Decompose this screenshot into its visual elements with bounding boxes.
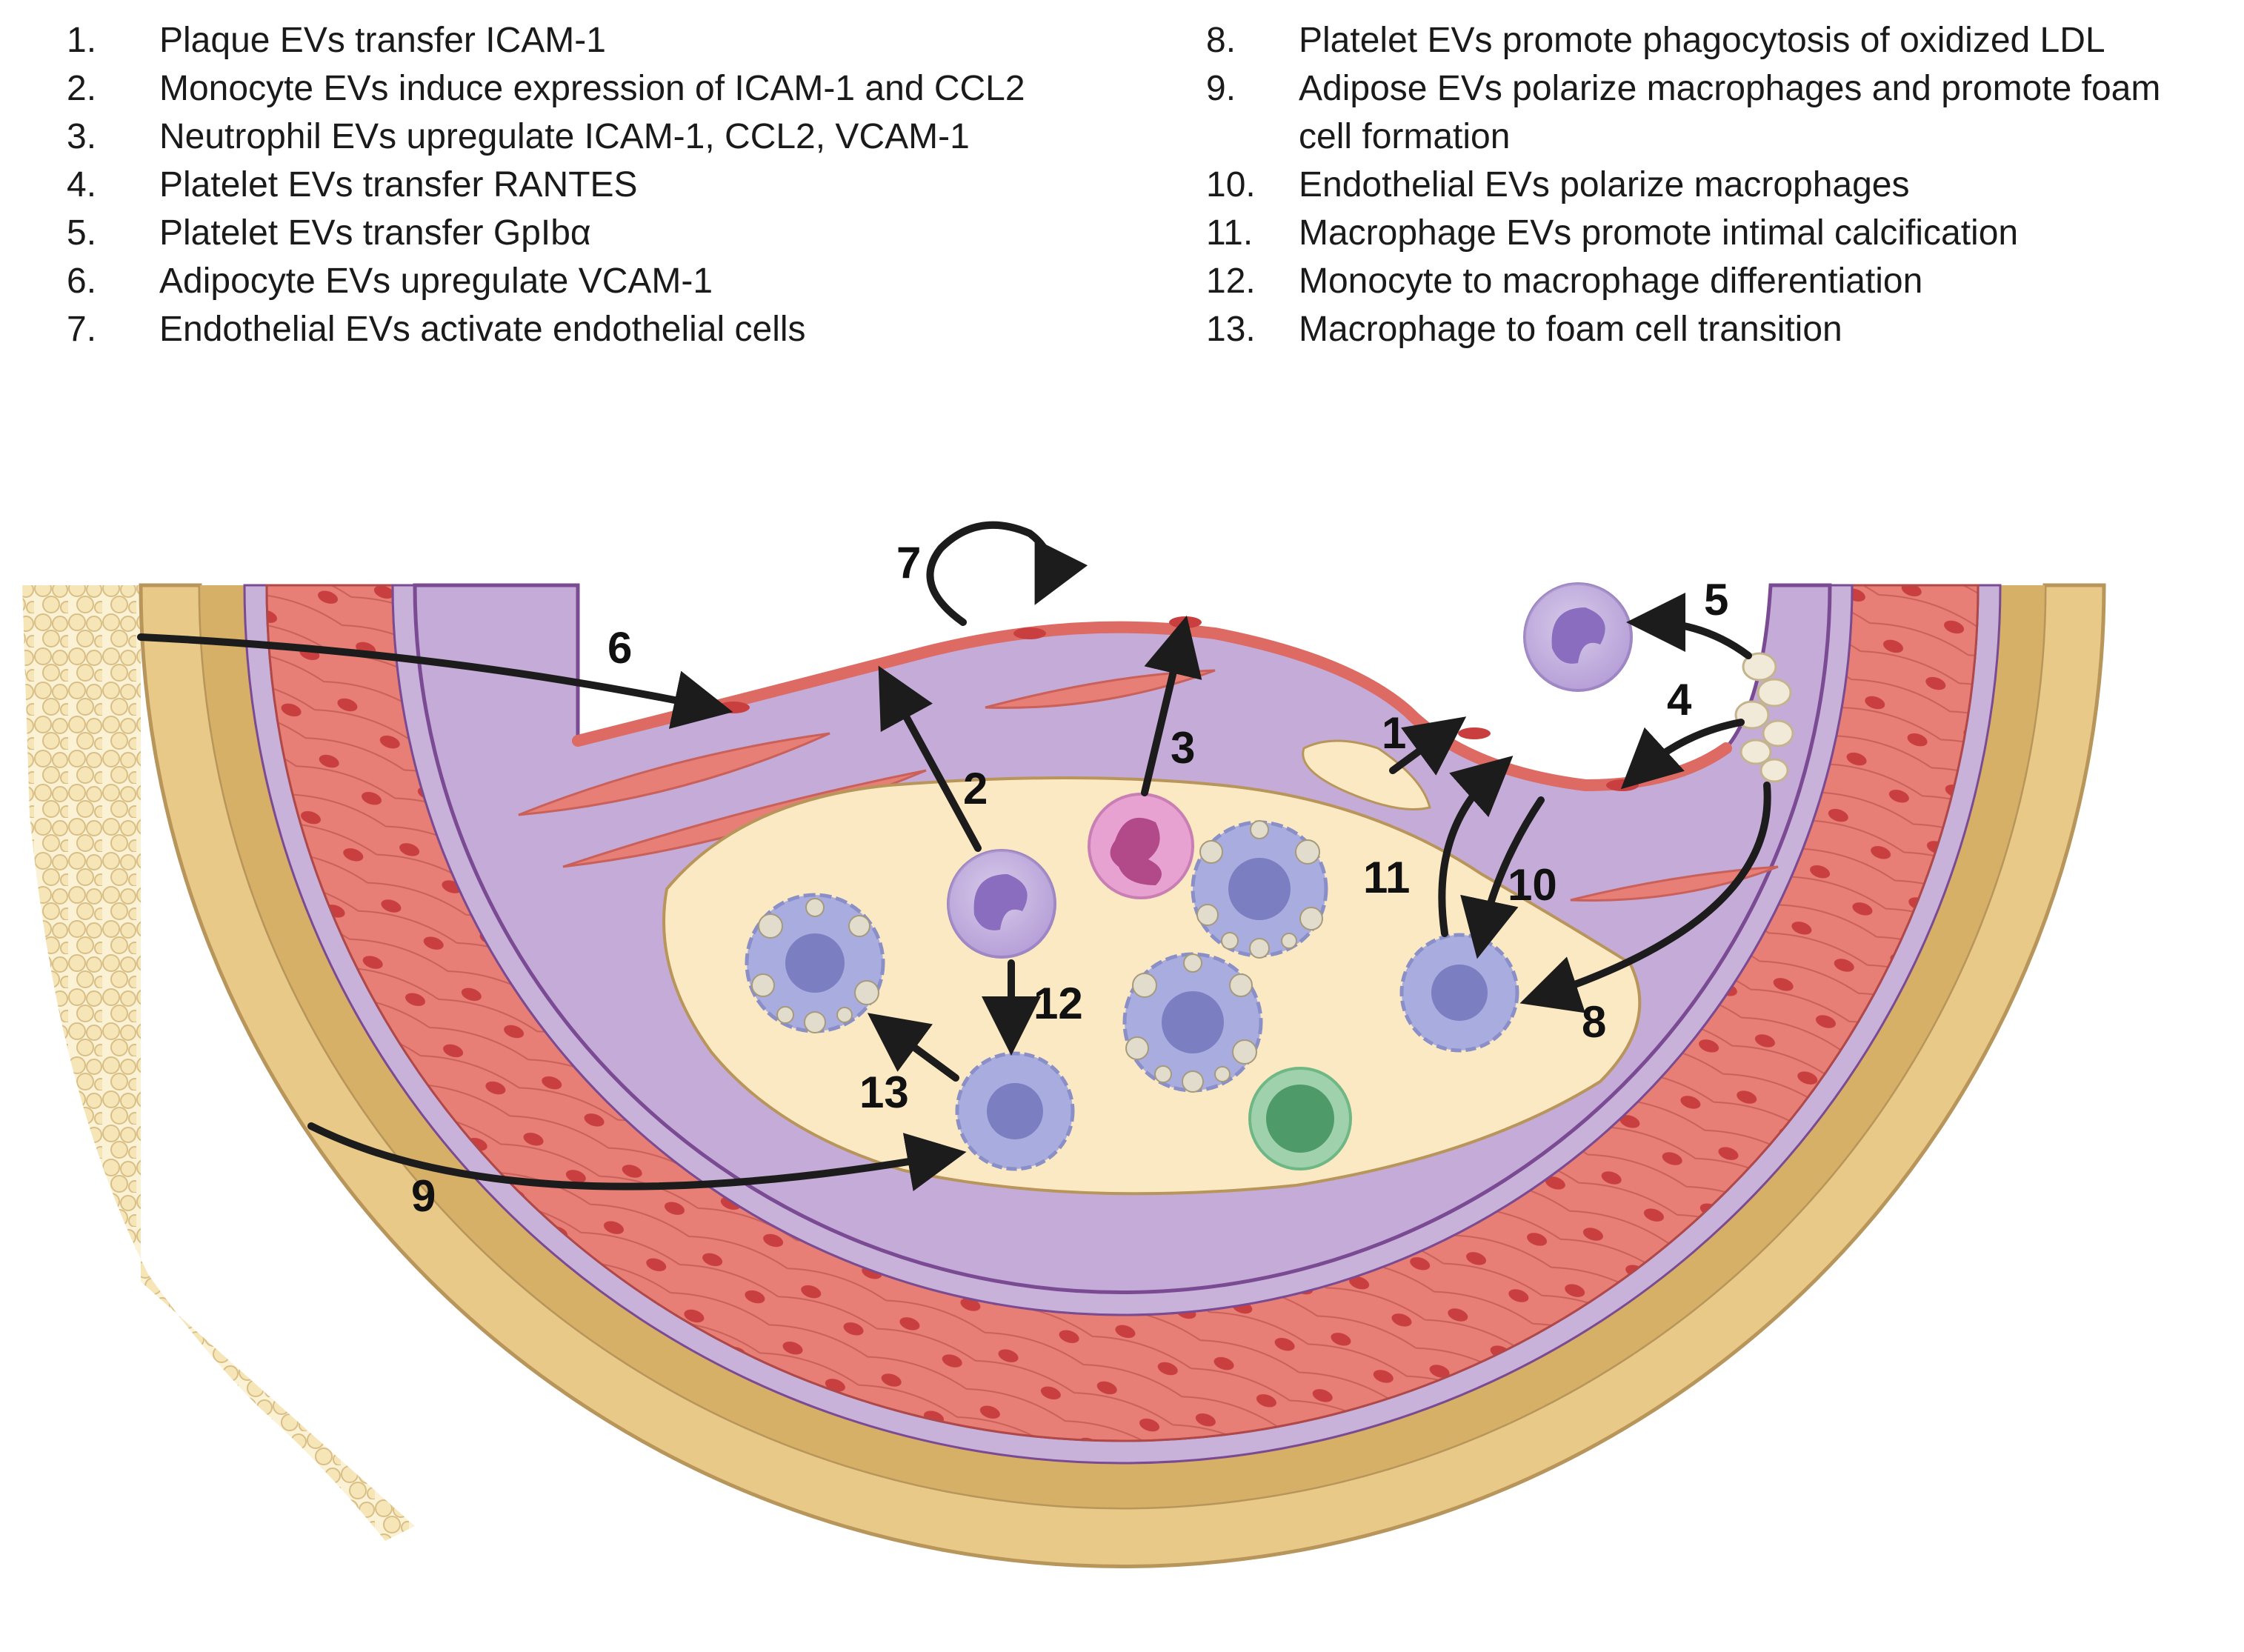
legend-text: Platelet EVs promote phagocytosis of oxi…: [1299, 21, 2105, 60]
legend-item: 5. Platelet EVs transfer GpIbα: [67, 209, 1178, 257]
arrow-7: [926, 521, 1088, 626]
legend-text: Adipose EVs polarize macrophages and pro…: [1299, 69, 2161, 156]
legend-text: Platelet EVs transfer RANTES: [159, 165, 638, 204]
arrow-label-4: 4: [1667, 675, 1692, 725]
arrow-label-3: 3: [1171, 723, 1195, 773]
arrow-label-10: 10: [1508, 860, 1557, 910]
arrow-label-11: 11: [1363, 853, 1410, 902]
arrow-13: [867, 1013, 959, 1082]
lipid-pool: [1302, 739, 1431, 810]
adipose-tissue: [22, 585, 415, 1541]
legend-item: 4. Platelet EVs transfer RANTES: [67, 161, 1178, 209]
arrow-1: [1389, 716, 1467, 776]
legend-item: 1. Plaque EVs transfer ICAM-1: [67, 16, 1178, 64]
arrow-4: [1620, 719, 1745, 790]
legend-number: 1.: [67, 21, 97, 60]
legend-item: 12. Monocyte to macrophage differentiatio…: [1206, 257, 2228, 305]
legend-left: 1. Plaque EVs transfer ICAM-1 2. Monocyte …: [67, 16, 1178, 353]
legend-number: 13.: [1206, 310, 1256, 349]
legend-number: 10.: [1206, 165, 1256, 204]
legend-text: Macrophage EVs promote intimal calcifica…: [1299, 213, 2019, 253]
arrow-label-13: 13: [859, 1068, 909, 1117]
neutrophil: [1088, 793, 1194, 899]
arrow-label-1: 1: [1382, 708, 1406, 758]
arrow-label-6: 6: [607, 623, 632, 673]
legend-item: 9. Adipose EVs polarize macrophages and p…: [1206, 64, 2228, 161]
legend-number: 5.: [67, 213, 97, 253]
legend-item: 7. Endothelial EVs activate endothelial c…: [67, 305, 1178, 353]
legend-text: Macrophage to foam cell transition: [1299, 310, 1842, 349]
legend-number: 6.: [67, 262, 97, 301]
monocyte-plaque: [947, 849, 1056, 959]
legend-item: 11. Macrophage EVs promote intimal calcif…: [1206, 209, 2228, 257]
legend-number: 9.: [1206, 69, 1236, 108]
foam-cell-center: [1122, 952, 1263, 1093]
foam-cell-top: [1191, 820, 1328, 959]
foam-cell: [745, 893, 885, 1033]
arrow-8: [1519, 782, 1771, 1013]
legend-number: 8.: [1206, 21, 1236, 60]
legend-item: 8. Platelet EVs promote phagocytosis of o…: [1206, 16, 2228, 64]
lymphocyte: [1248, 1067, 1352, 1170]
legend-item: 6. Adipocyte EVs upregulate VCAM-1: [67, 257, 1178, 305]
arrow-5: [1626, 593, 1752, 659]
arrow-label-2: 2: [963, 764, 988, 813]
endothelium: [572, 621, 1732, 792]
legend-right: 8. Platelet EVs promote phagocytosis of o…: [1206, 16, 2228, 353]
arrow-label-5: 5: [1704, 575, 1728, 625]
legend-number: 2.: [67, 69, 97, 108]
arrow-9: [307, 1122, 967, 1191]
arrow-label-9: 9: [411, 1171, 436, 1221]
legend-item: 2. Monocyte EVs induce expression of ICAM…: [67, 64, 1178, 113]
legend-item: 13. Macrophage to foam cell transition: [1206, 305, 2228, 353]
legend-text: Neutrophil EVs upregulate ICAM-1, CCL2, …: [159, 117, 970, 156]
legend-text: Endothelial EVs activate endothelial cel…: [159, 310, 806, 349]
macrophage-right: [1399, 933, 1519, 1053]
arrow-label-8: 8: [1582, 997, 1606, 1047]
legend-text: Monocyte EVs induce expression of ICAM-1…: [159, 69, 1025, 108]
legend-number: 11.: [1206, 213, 1253, 253]
platelet-cluster: [1734, 652, 1794, 783]
arrow-3: [1141, 615, 1202, 796]
arrows: [137, 521, 1771, 1191]
legend-number: 3.: [67, 117, 97, 156]
arrow-6: [137, 633, 733, 729]
legend-number: 7.: [67, 310, 97, 349]
legend-item: 3. Neutrophil EVs upregulate ICAM-1, CCL2…: [67, 113, 1178, 161]
macrophage: [955, 1051, 1075, 1171]
monocyte-lumen: [1523, 582, 1633, 692]
arrow-label-12: 12: [1033, 979, 1083, 1028]
arrow-2: [878, 665, 982, 852]
legend-text: Monocyte to macrophage differentiation: [1299, 262, 1923, 301]
legend-item: 10. Endothelial EVs polarize macrophages: [1206, 161, 2228, 209]
arrow-10: [1460, 796, 1545, 959]
arrow-11: [1438, 756, 1514, 937]
arrow-label-7: 7: [896, 538, 921, 587]
legend-text: Adipocyte EVs upregulate VCAM-1: [159, 262, 713, 301]
legend-text: Plaque EVs transfer ICAM-1: [159, 21, 606, 60]
legend-number: 12.: [1206, 262, 1256, 301]
legend-text: Endothelial EVs polarize macrophages: [1299, 165, 1910, 204]
legend-text: Platelet EVs transfer GpIbα: [159, 213, 591, 253]
legend-number: 4.: [67, 165, 97, 204]
